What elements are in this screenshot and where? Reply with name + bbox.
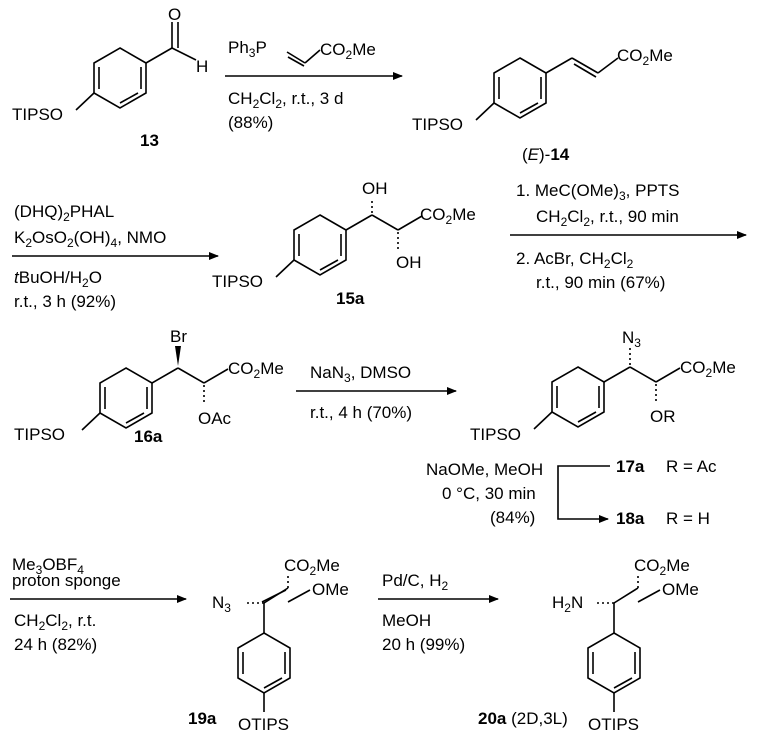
svg-text:CH2Cl2, r.t.: CH2Cl2, r.t. bbox=[14, 611, 96, 633]
svg-text:r.t., 3 h (92%): r.t., 3 h (92%) bbox=[14, 292, 116, 311]
svg-text:17a: 17a bbox=[616, 457, 645, 476]
svg-text:CO2Me: CO2Me bbox=[320, 40, 376, 62]
svg-text:(84%): (84%) bbox=[490, 508, 535, 527]
svg-text:CO2Me: CO2Me bbox=[228, 359, 284, 381]
wedge-bond bbox=[175, 346, 181, 366]
svg-text:N3: N3 bbox=[212, 593, 231, 615]
compound-19a: CO2Me OMe N3 OTIPS 19a bbox=[188, 556, 349, 734]
svg-text:OR: OR bbox=[650, 407, 676, 426]
svg-text:NaN3, DMSO: NaN3, DMSO bbox=[310, 363, 411, 385]
svg-text:15a: 15a bbox=[336, 289, 365, 308]
compound-17-generic: N3 OR CO2Me TIPSO bbox=[470, 328, 736, 444]
svg-text:K2OsO2(OH)4, NMO: K2OsO2(OH)4, NMO bbox=[14, 228, 166, 250]
svg-text:proton sponge: proton sponge bbox=[12, 571, 121, 590]
svg-text:TIPSO: TIPSO bbox=[14, 425, 65, 444]
svg-text:OH: OH bbox=[362, 179, 388, 198]
svg-text:20a (2D,3L): 20a (2D,3L) bbox=[478, 709, 568, 728]
benzene-ring bbox=[75, 22, 197, 111]
svg-text:N3: N3 bbox=[622, 328, 641, 350]
svg-text:(88%): (88%) bbox=[228, 113, 273, 132]
svg-text:Br: Br bbox=[170, 327, 187, 346]
step-3-conditions: 1. MeC(OMe)3, PPTS CH2Cl2, r.t., 90 min … bbox=[510, 181, 747, 292]
svg-text:TIPSO: TIPSO bbox=[412, 115, 463, 134]
svg-text:Me3OBF4: Me3OBF4 bbox=[12, 555, 84, 577]
svg-text:CH2Cl2, r.t., 3 d: CH2Cl2, r.t., 3 d bbox=[228, 89, 343, 111]
step-6-conditions: Me3OBF4 proton sponge CH2Cl2, r.t. 24 h … bbox=[10, 555, 187, 654]
compound-18a-label: 18a R = H bbox=[616, 509, 710, 528]
svg-text:OTIPS: OTIPS bbox=[588, 715, 639, 734]
aldehyde-o: O bbox=[168, 5, 181, 24]
svg-text:2. AcBr, CH2Cl2: 2. AcBr, CH2Cl2 bbox=[516, 249, 634, 271]
step-5-conditions: NaOMe, MeOH 0 °C, 30 min (84%) bbox=[426, 460, 610, 527]
compound-20a: CO2Me OMe H2N OTIPS 20a (2D,3L) bbox=[478, 556, 699, 734]
svg-text:0 °C, 30 min: 0 °C, 30 min bbox=[442, 484, 536, 503]
step-4-conditions: NaN3, DMSO r.t., 4 h (70%) bbox=[296, 363, 457, 422]
tipso-label: TIPSO bbox=[12, 105, 63, 124]
svg-text:16a: 16a bbox=[134, 427, 163, 446]
svg-text:OMe: OMe bbox=[312, 580, 349, 599]
compound-14: CO2Me TIPSO (E)-14 bbox=[412, 46, 673, 164]
svg-text:MeOH: MeOH bbox=[382, 611, 431, 630]
compound-17a-label: 17a R = Ac bbox=[616, 457, 717, 476]
svg-text:OH: OH bbox=[396, 253, 422, 272]
step-1-conditions: Ph3P CO2Me CH2Cl2, r.t., 3 d (88%) bbox=[225, 38, 403, 132]
svg-text:r.t., 4 h (70%): r.t., 4 h (70%) bbox=[310, 403, 412, 422]
svg-text:R = Ac: R = Ac bbox=[666, 457, 717, 476]
svg-text:TIPSO: TIPSO bbox=[212, 272, 263, 291]
svg-text:r.t., 90 min (67%): r.t., 90 min (67%) bbox=[536, 273, 665, 292]
svg-text:1. MeC(OMe)3, PPTS: 1. MeC(OMe)3, PPTS bbox=[516, 181, 680, 203]
svg-text:NaOMe, MeOH: NaOMe, MeOH bbox=[426, 460, 543, 479]
svg-text:CO2Me: CO2Me bbox=[634, 556, 690, 578]
svg-text:TIPSO: TIPSO bbox=[470, 425, 521, 444]
svg-text:CO2Me: CO2Me bbox=[617, 46, 673, 68]
svg-text:Pd/C, H2: Pd/C, H2 bbox=[382, 571, 449, 593]
compound-label-13: 13 bbox=[140, 131, 159, 150]
svg-text:CO2Me: CO2Me bbox=[680, 358, 736, 380]
compound-15a: OH OH CO2Me TIPSO 15a bbox=[212, 179, 476, 308]
compound-16a: Br OAc CO2Me TIPSO 16a bbox=[14, 327, 284, 446]
svg-text:18a: 18a bbox=[616, 509, 645, 528]
step-2-conditions: (DHQ)2PHAL K2OsO2(OH)4, NMO tBuOH/H2O r.… bbox=[12, 202, 219, 311]
reaction-arrow-5 bbox=[557, 465, 610, 523]
svg-text:R = H: R = H bbox=[666, 509, 710, 528]
svg-text:CO2Me: CO2Me bbox=[420, 205, 476, 227]
svg-text:OAc: OAc bbox=[198, 409, 232, 428]
svg-text:OTIPS: OTIPS bbox=[238, 715, 289, 734]
step-7-conditions: Pd/C, H2 MeOH 20 h (99%) bbox=[378, 571, 499, 654]
aldehyde-h: H bbox=[196, 57, 208, 76]
svg-text:tBuOH/H2O: tBuOH/H2O bbox=[14, 268, 102, 290]
svg-text:H2N: H2N bbox=[552, 593, 583, 615]
compound-13: O H TIPSO 13 bbox=[12, 5, 208, 150]
svg-text:OMe: OMe bbox=[662, 580, 699, 599]
svg-text:19a: 19a bbox=[188, 709, 217, 728]
svg-text:24 h (82%): 24 h (82%) bbox=[14, 635, 97, 654]
svg-text:Ph3P: Ph3P bbox=[228, 38, 267, 60]
svg-text:(DHQ)2PHAL: (DHQ)2PHAL bbox=[14, 202, 114, 224]
svg-text:20 h (99%): 20 h (99%) bbox=[382, 635, 465, 654]
svg-text:CH2Cl2, r.t., 90 min: CH2Cl2, r.t., 90 min bbox=[536, 207, 679, 229]
svg-text:(E)-14: (E)-14 bbox=[522, 145, 570, 164]
svg-text:CO2Me: CO2Me bbox=[284, 556, 340, 578]
